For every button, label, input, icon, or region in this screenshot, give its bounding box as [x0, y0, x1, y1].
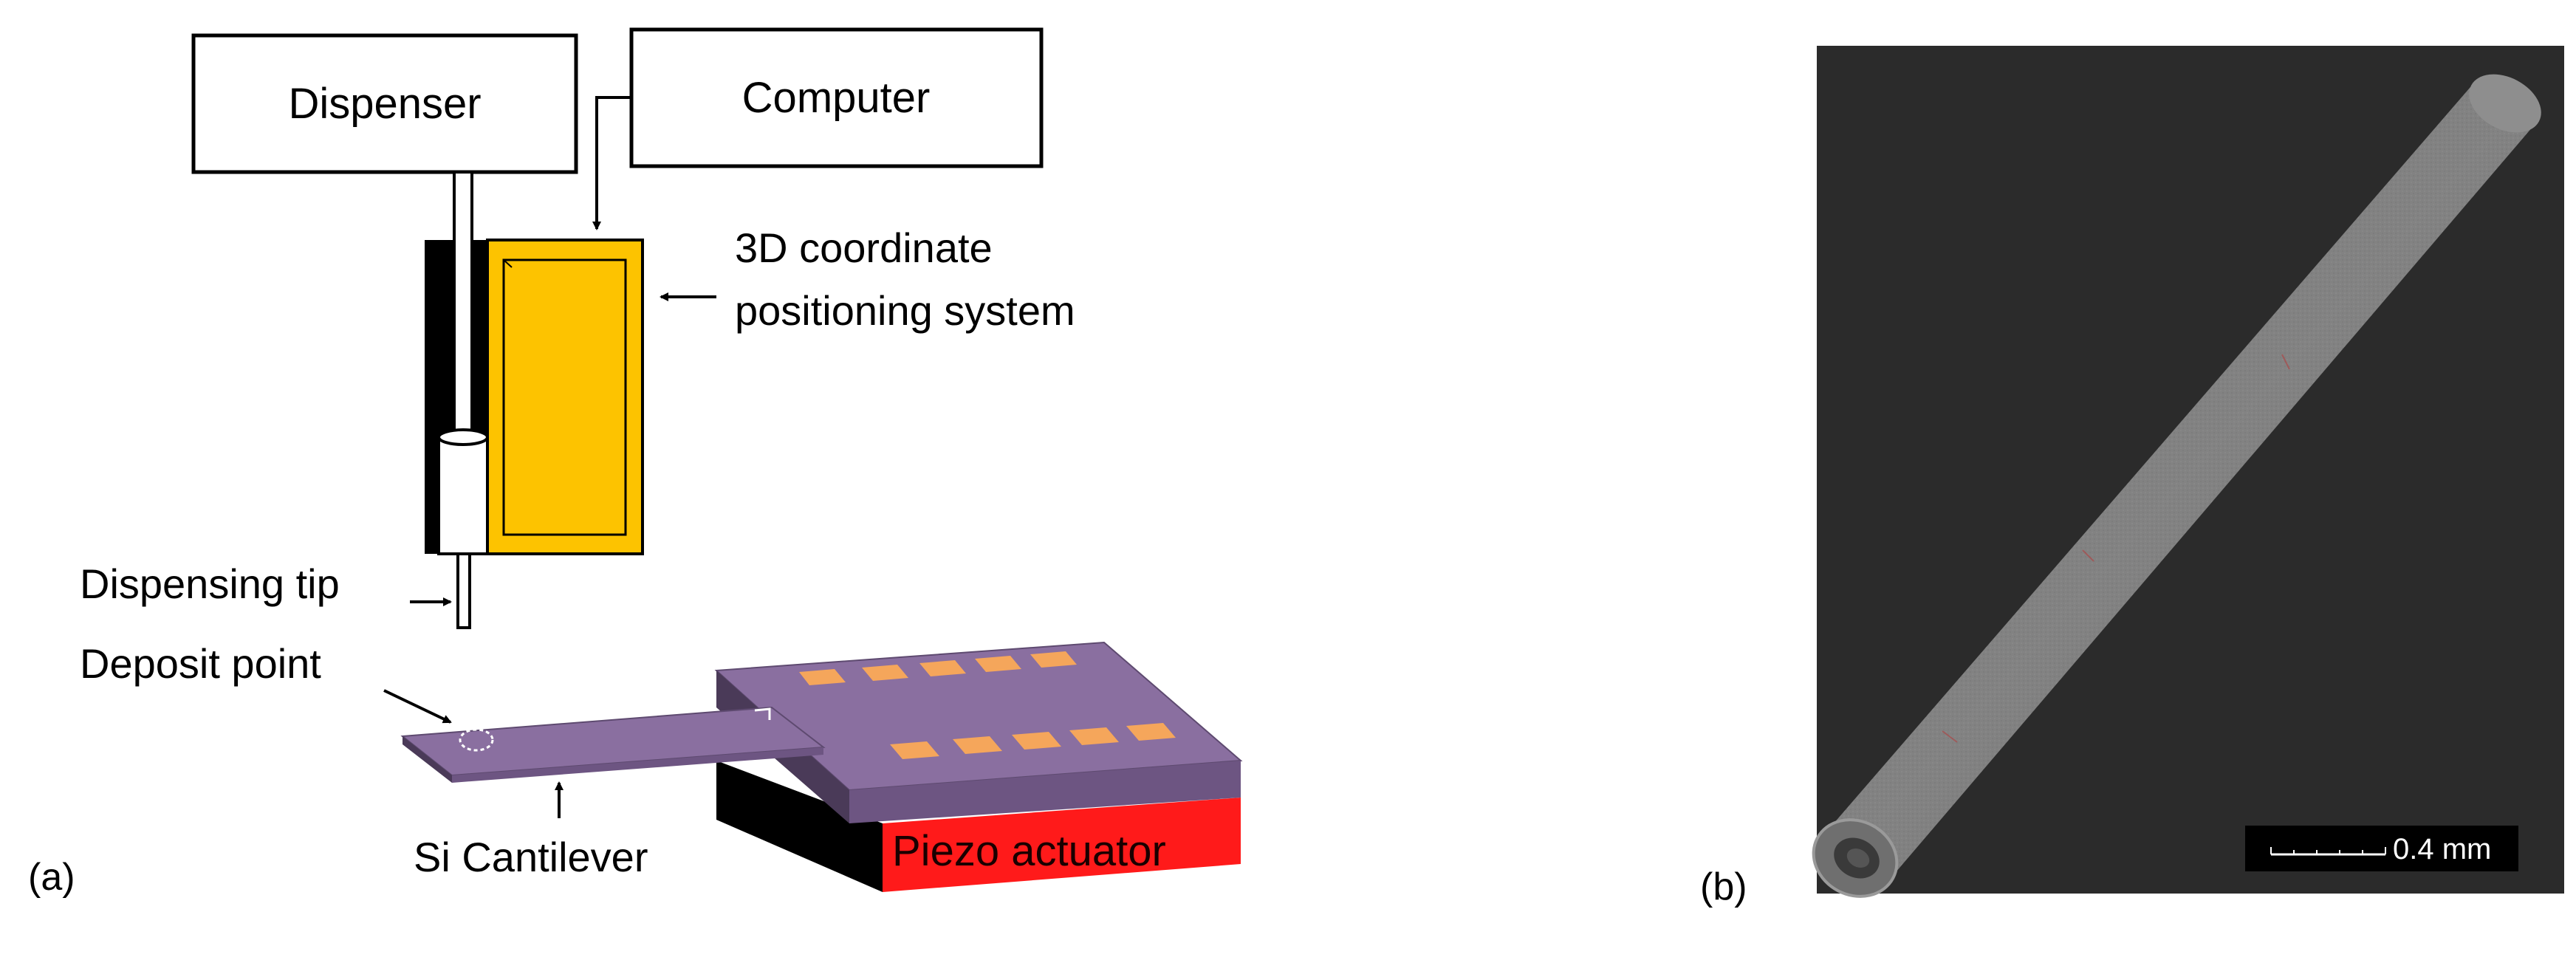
si-cantilever: [400, 706, 826, 783]
computer-label: Computer: [742, 74, 931, 122]
deposit-point-marker: [459, 728, 494, 752]
panel-b: 0.4 mm (b): [1700, 46, 2564, 908]
positioning-label-line1: 3D coordinate: [735, 224, 993, 271]
dispensing-tip-label: Dispensing tip: [80, 560, 340, 607]
contact-pads: [799, 651, 1176, 759]
scale-bar-label: 0.4 mm: [2393, 833, 2491, 865]
tube-specimen: [1812, 74, 2541, 898]
deposit-point-label: Deposit point: [80, 640, 321, 687]
dispenser-box: Dispenser: [191, 33, 578, 174]
panel-b-label: (b): [1700, 865, 1747, 908]
scale-bar: 0.4 mm: [2245, 826, 2518, 871]
deposit-point-arrow: [383, 689, 452, 724]
panel-a: Dispenser Computer 3D coordinate positio…: [28, 27, 1243, 899]
computer-connector-arrow: [592, 96, 631, 230]
panel-a-label: (a): [28, 856, 75, 899]
computer-box: Computer: [629, 27, 1044, 168]
dispensing-tip: [456, 552, 471, 629]
piezo-actuator: Piezo actuator: [716, 761, 1241, 892]
piezo-actuator-label: Piezo actuator: [892, 827, 1166, 875]
dispenser-label: Dispenser: [288, 80, 481, 128]
positioning-stage: [486, 239, 644, 555]
syringe-cylinder: [437, 428, 489, 555]
positioning-label-line2: positioning system: [735, 287, 1075, 334]
si-cantilever-label: Si Cantilever: [414, 834, 648, 880]
dispenser-rod: [453, 171, 473, 439]
